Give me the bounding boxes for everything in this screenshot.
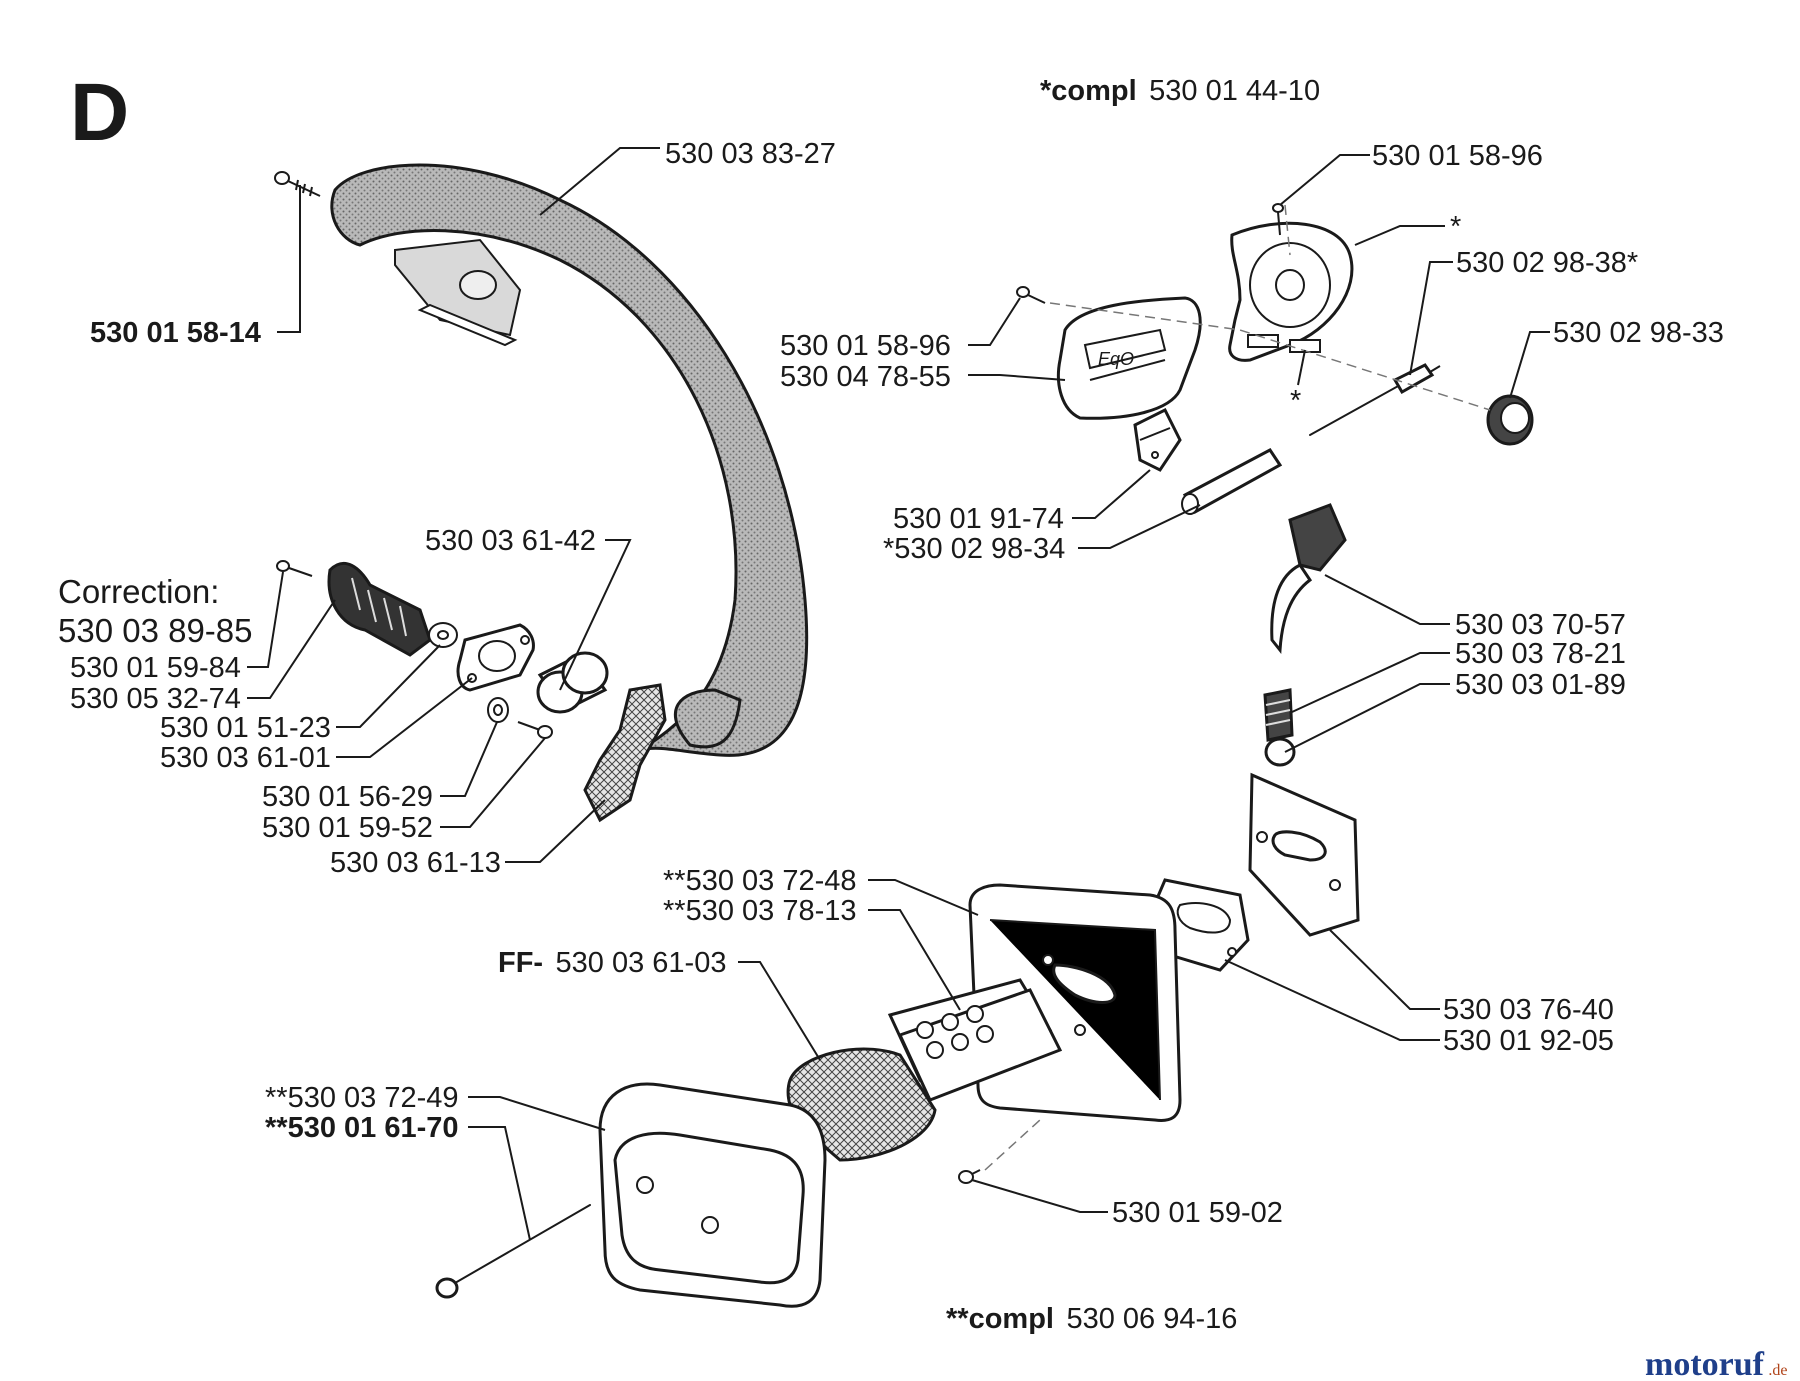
flange-plate: [456, 623, 535, 692]
label-530-03-72-48: **530 03 72-48: [663, 865, 857, 897]
label-530-03-76-40: 530 03 76-40: [1443, 994, 1614, 1026]
compl-prefix-top: *compl: [1040, 75, 1137, 107]
seal-ring: [1486, 394, 1534, 446]
label-530-03-70-57: 530 03 70-57: [1455, 609, 1626, 641]
section-letter: D: [70, 67, 129, 158]
label-530-01-59-52: 530 01 59-52: [262, 812, 433, 844]
label-asterisk-top: *: [1450, 211, 1461, 243]
handle-screw: [274, 171, 321, 197]
label-530-05-32-74: 530 05 32-74: [70, 683, 241, 715]
compl-number-bottom: 530 06 94-16: [1066, 1303, 1237, 1335]
label-530-03-61-03: 530 03 61-03: [556, 947, 727, 979]
compl-header-top: *compl 530 01 44-10: [1040, 75, 1320, 107]
label-530-01-58-96-top: 530 01 58-96: [1372, 140, 1543, 172]
label-530-01-61-70: **530 01 61-70: [265, 1112, 459, 1144]
brake-lever: [1270, 503, 1347, 654]
ball: [1264, 737, 1296, 767]
label-530-03-78-13: **530 03 78-13: [663, 895, 857, 927]
correction-title: Correction:: [58, 573, 219, 610]
label-530-03-61-13: 530 03 61-13: [330, 847, 501, 879]
chain-cover-plate: EqO: [1056, 296, 1202, 420]
label-ff-530-03-61-03: FF- 530 03 61-03: [498, 947, 726, 979]
adjuster-pin: [1309, 363, 1441, 436]
cover-logo: EqO: [1098, 349, 1134, 369]
label-530-03-61-42: 530 03 61-42: [425, 525, 596, 557]
muffler-cover: [598, 1082, 827, 1308]
label-530-03-78-21: 530 03 78-21: [1455, 638, 1626, 670]
muffler-insert: [887, 978, 1063, 1102]
axis-line-housing: [1284, 204, 1291, 256]
clutch-housing: [1228, 203, 1354, 362]
heat-shield: [583, 683, 667, 823]
label-530-01-56-29: 530 01 56-29: [262, 781, 433, 813]
label-530-01-59-84: 530 01 59-84: [70, 652, 241, 684]
watermark-brand: motoruf: [1645, 1346, 1765, 1381]
axis-line-screw: [984, 1119, 1041, 1171]
watermark-logo: motoruf .de: [1645, 1346, 1788, 1381]
label-530-01-51-23: 530 01 51-23: [160, 712, 331, 744]
leader-lines: [247, 147, 1550, 1241]
label-530-02-98-38: 530 02 98-38*: [1456, 247, 1638, 279]
label-530-02-98-33: 530 02 98-33: [1553, 317, 1724, 349]
spring: [1263, 688, 1294, 742]
small-clip: [1133, 407, 1182, 472]
front-handle: [330, 163, 809, 757]
label-530-04-78-55: 530 04 78-55: [780, 361, 951, 393]
compl-prefix-bottom: **compl: [946, 1303, 1054, 1335]
label-530-01-58-96-mid: 530 01 58-96: [780, 330, 951, 362]
label-530-01-91-74: 530 01 91-74: [893, 503, 1064, 535]
compl-header-bottom: **compl 530 06 94-16: [946, 1303, 1237, 1335]
label-530-03-01-89: 530 03 01-89: [1455, 669, 1626, 701]
boot-and-spring: [276, 560, 458, 657]
long-bolt: [435, 1204, 591, 1299]
label-ff-prefix: FF-: [498, 947, 543, 979]
muffler-screw: [958, 1169, 981, 1184]
label-530-03-72-49: **530 03 72-49: [265, 1082, 459, 1114]
cylinder-pin: [1181, 448, 1283, 515]
cover-screw: [1016, 286, 1046, 304]
label-530-03-61-01: 530 03 61-01: [160, 742, 331, 774]
label-530-03-83-27: 530 03 83-27: [665, 138, 836, 170]
watermark-tld: .de: [1768, 1362, 1787, 1379]
handle-sleeve: [536, 651, 609, 714]
correction-number: 530 03 89-85: [58, 612, 253, 649]
label-530-01-58-14: 530 01 58-14: [90, 317, 261, 349]
washer-screw: [487, 697, 553, 739]
label-530-02-98-34: *530 02 98-34: [883, 533, 1065, 565]
label-530-01-59-02: 530 01 59-02: [1112, 1197, 1283, 1229]
muffler-plate: [1248, 772, 1360, 937]
compl-number-top: 530 01 44-10: [1149, 75, 1320, 107]
label-530-01-92-05: 530 01 92-05: [1443, 1025, 1614, 1057]
label-asterisk-mid: *: [1290, 385, 1301, 417]
